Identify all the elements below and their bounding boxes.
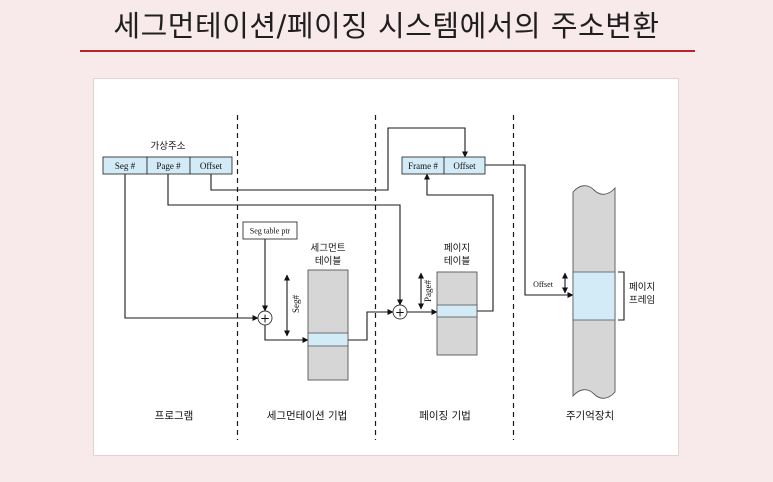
segment-table bbox=[307, 269, 349, 381]
physical-offset-connector bbox=[485, 164, 574, 298]
memory-offset-label: Offset bbox=[533, 280, 554, 289]
virtual-offset-field-label: Offset bbox=[200, 161, 223, 171]
segment-table-label-line1: 세그먼트 bbox=[311, 243, 346, 254]
virtual-offset-field bbox=[189, 156, 233, 175]
section-label-paging: 페이징 기법 bbox=[419, 410, 471, 422]
title-underline bbox=[80, 50, 695, 52]
segment-index-label: Seg# bbox=[291, 295, 301, 314]
segment-table-label-line2: 테이블 bbox=[315, 256, 341, 267]
section-label-program: 프로그램 bbox=[155, 410, 194, 422]
page-frame-label-line2: 프레임 bbox=[629, 294, 655, 306]
page-index-label: Page# bbox=[423, 280, 433, 302]
segment-entry-output-connector bbox=[348, 309, 394, 341]
frame-number-connector bbox=[424, 173, 494, 312]
page-frame-label-line1: 페이지 bbox=[629, 282, 655, 293]
section-label-main-memory: 주기억장치 bbox=[566, 410, 614, 422]
segment-table-entry bbox=[307, 332, 349, 347]
page-adder-symbol: + bbox=[395, 305, 405, 319]
page-adder-circle bbox=[392, 304, 408, 320]
physical-offset-field-label: Offset bbox=[453, 161, 476, 171]
page-frame-bracket bbox=[618, 271, 625, 321]
segment-adder-symbol: + bbox=[260, 311, 270, 325]
page-table-entry bbox=[436, 304, 478, 318]
seg-number-connector bbox=[124, 174, 259, 321]
virtual-address-label: 가상주소 bbox=[151, 141, 186, 152]
seg-table-ptr-box bbox=[242, 221, 298, 240]
section-label-segmentation: 세그먼테이션 기법 bbox=[267, 410, 348, 422]
page-number-connector bbox=[167, 174, 403, 306]
slide-title: 세그먼테이션/페이징 시스템에서의 주소변환 bbox=[113, 9, 660, 43]
page-table-label-line1: 페이지 bbox=[444, 243, 470, 254]
virtual-page-field-label: Page # bbox=[156, 161, 181, 171]
physical-frame-field-label: Frame # bbox=[408, 161, 438, 171]
seg-table-ptr-label: Seg table ptr bbox=[250, 227, 291, 236]
virtual-seg-field-label: Seg # bbox=[115, 161, 136, 171]
physical-offset-field bbox=[443, 156, 486, 175]
segment-adder-output-connector bbox=[264, 325, 309, 343]
page-table-label-line2: 테이블 bbox=[444, 256, 470, 267]
segment-adder-circle bbox=[257, 310, 273, 326]
page-frame bbox=[572, 271, 616, 321]
offset-connector bbox=[210, 127, 468, 191]
